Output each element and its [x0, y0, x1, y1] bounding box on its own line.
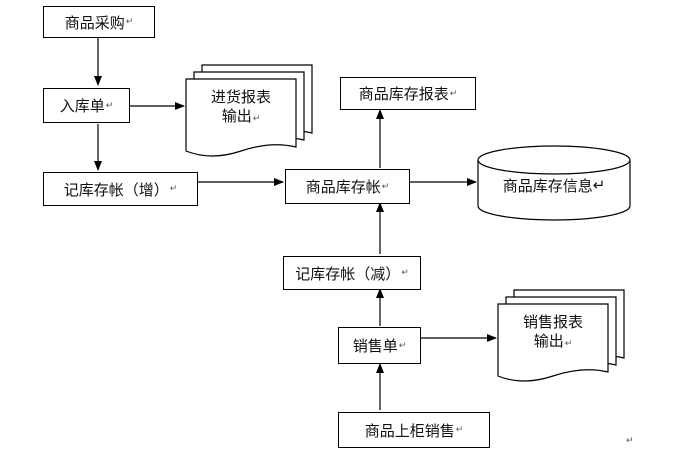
- flow-arrows: [94, 38, 497, 410]
- inventory-info-node: 商品库存信息↵: [478, 168, 630, 202]
- stock-in-slip-node: 入库单↵: [43, 88, 130, 123]
- stock-in-slip-label: 入库单: [59, 97, 105, 115]
- paragraph-mark: ↵: [252, 114, 261, 124]
- sales-report-line2: 输出: [533, 332, 564, 350]
- inventory-report-node: 商品库存报表↵: [340, 77, 476, 110]
- product-inventory-ledger-label: 商品库存帐: [305, 178, 381, 196]
- paragraph-mark: ↵: [592, 176, 606, 194]
- sales-slip-label: 销售单: [352, 337, 398, 355]
- paragraph-mark: ↵: [105, 100, 114, 111]
- paragraph-mark: ↵: [455, 425, 464, 435]
- trailing-paragraph-mark: ↵: [626, 436, 634, 446]
- record-stock-increase-node: 记库存帐（增）↵: [43, 172, 198, 206]
- record-stock-increase-label: 记库存帐（增）: [63, 180, 169, 199]
- record-stock-decrease-label: 记库存帐（减）: [295, 264, 401, 283]
- purchase-report-line1: 进货报表: [210, 88, 271, 106]
- purchase-label: 商品采购: [64, 13, 125, 32]
- paragraph-mark: ↵: [449, 88, 458, 99]
- product-inventory-ledger-node: 商品库存帐↵: [285, 169, 410, 204]
- paragraph-mark: ↵: [564, 339, 573, 349]
- shelf-sales-label: 商品上柜销售: [364, 421, 455, 440]
- inventory-report-label: 商品库存报表: [358, 85, 449, 103]
- inventory-info-cylinder: [477, 145, 631, 221]
- paragraph-mark: ↵: [125, 17, 134, 27]
- shelf-sales-node: 商品上柜销售↵: [338, 412, 490, 448]
- purchase-node: 商品采购↵: [43, 6, 155, 38]
- paragraph-mark: ↵: [169, 184, 178, 194]
- purchase-report-line2: 输出: [221, 107, 252, 125]
- paragraph-mark: ↵: [401, 268, 409, 278]
- sales-report-text: 销售报表 输出↵: [498, 313, 608, 354]
- paragraph-mark: ↵: [381, 181, 390, 192]
- sales-slip-node: 销售单↵: [338, 327, 421, 364]
- paragraph-mark: ↵: [398, 340, 407, 351]
- record-stock-decrease-node: 记库存帐（减）↵: [283, 256, 421, 290]
- purchase-report-text: 进货报表 输出↵: [186, 88, 296, 129]
- inventory-info-label: 商品库存信息: [502, 176, 593, 195]
- sales-report-document: [497, 289, 625, 382]
- sales-report-line1: 销售报表: [522, 313, 583, 331]
- purchase-report-document: [185, 64, 313, 157]
